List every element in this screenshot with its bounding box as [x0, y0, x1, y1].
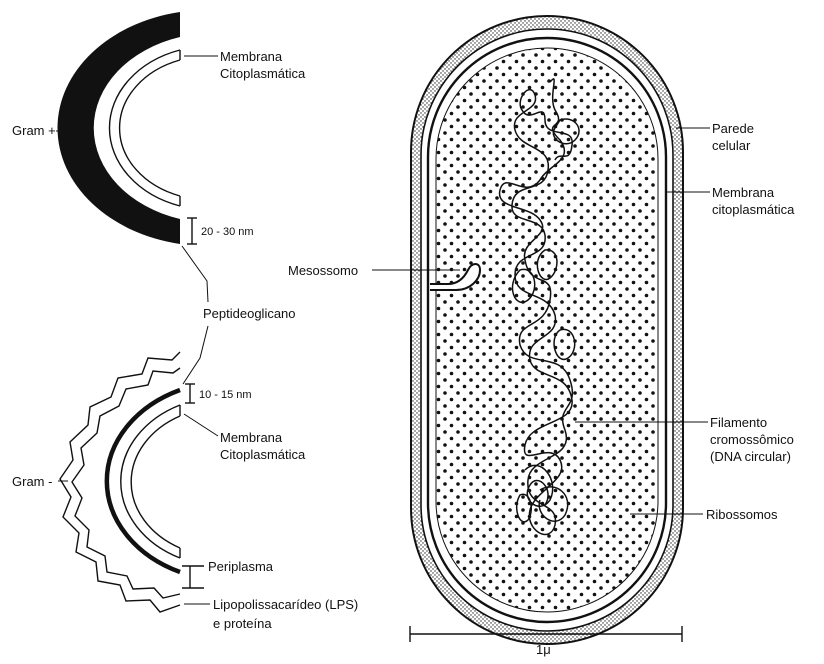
gram-negative-thickness-bracket	[185, 384, 195, 403]
ribosomes-label: Ribossomos	[706, 507, 778, 522]
gram-negative-peptidoglycan	[107, 390, 180, 572]
gram-negative-label: Gram -	[12, 474, 52, 489]
chromosome-label-3: (DNA circular)	[710, 449, 791, 464]
gram-negative-membrane-leader	[184, 414, 218, 436]
gram-positive-thickness-bracket	[187, 218, 197, 244]
cytoplasm-ribosomes	[436, 48, 658, 612]
peptidoglycan-leader-top	[182, 246, 208, 302]
gram-positive-peptidoglycan	[57, 12, 180, 244]
chromosome-label-1: Filamento	[710, 415, 767, 430]
mesosome-label: Mesossomo	[288, 263, 358, 278]
peptidoglycan-leader-bottom	[183, 326, 208, 384]
gram-negative-wall	[60, 352, 180, 612]
membrane-label-1: Membrana	[712, 185, 775, 200]
cell-wall-label-1: Parede	[712, 121, 754, 136]
gram-negative-outer-membrane-outer	[60, 352, 180, 612]
scale-label: 1μ	[536, 642, 551, 657]
periplasm-label: Periplasma	[208, 559, 274, 574]
gram-positive-membrane-label-2: Citoplasmática	[220, 66, 306, 81]
gram-positive-thickness-label: 20 - 30 nm	[201, 226, 254, 238]
chromosome-label-2: cromossômico	[710, 432, 794, 447]
gram-positive-wall	[57, 12, 180, 244]
membrane-label-2: citoplasmática	[712, 202, 795, 217]
gram-positive-label: Gram +	[12, 123, 56, 138]
cell-wall-label-2: celular	[712, 138, 751, 153]
gram-negative-membrane-label-2: Citoplasmática	[220, 447, 306, 462]
lps-label-1: Lipopolissacarídeo (LPS)	[213, 597, 358, 612]
periplasm-bracket	[182, 566, 204, 588]
peptidoglycan-label: Peptideoglicano	[203, 306, 296, 321]
lps-label-2: e proteína	[213, 616, 272, 631]
gram-negative-membrane-outer	[121, 405, 180, 558]
gram-negative-thickness-label: 10 - 15 nm	[199, 389, 252, 401]
gram-negative-membrane-label-1: Membrana	[220, 430, 283, 445]
gram-positive-membrane-label-1: Membrana	[220, 49, 283, 64]
bacterium-cell	[411, 16, 683, 644]
